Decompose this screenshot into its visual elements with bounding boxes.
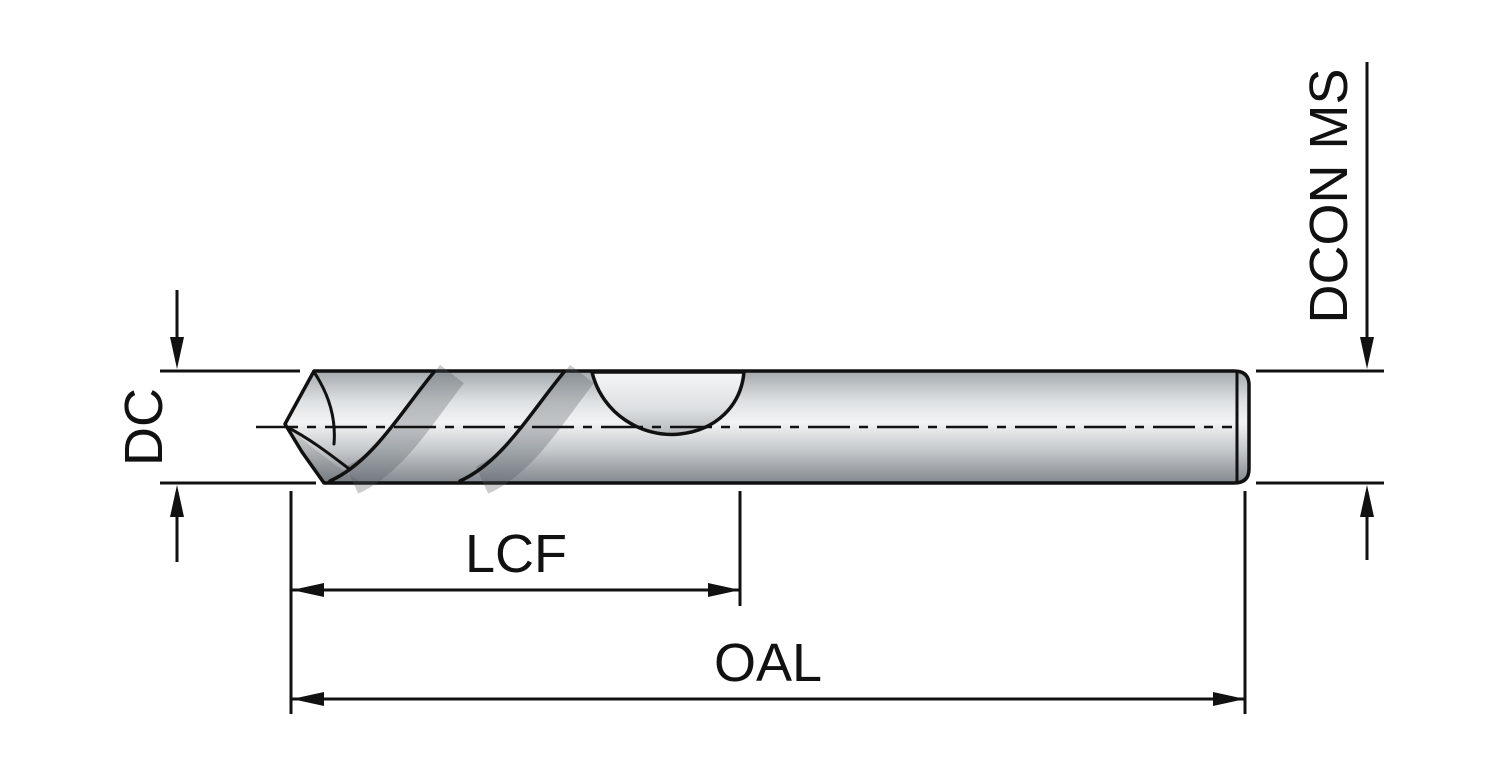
dcon-arrow-up <box>1360 485 1374 517</box>
dcon-label: DCON MS <box>1299 69 1359 324</box>
dcon-dimension: DCON MS <box>1256 62 1384 560</box>
oal-arrow-left <box>292 692 324 706</box>
dc-arrow-down <box>170 337 184 369</box>
dc-label: DC <box>114 388 174 466</box>
dc-arrow-up <box>170 485 184 517</box>
cutting-lip <box>285 425 350 470</box>
dc-dimension: DC <box>114 290 316 562</box>
flute-shading <box>345 364 464 494</box>
oal-label: OAL <box>714 633 822 693</box>
flute-edge <box>458 370 566 483</box>
lcf-dimension: LCF <box>292 491 742 606</box>
lcf-arrow-left <box>292 583 324 597</box>
flute-shading <box>475 364 594 494</box>
flute-edge <box>328 370 436 483</box>
lcf-arrow-right <box>708 583 740 597</box>
tip-shadow <box>285 424 362 483</box>
dcon-arrow-down <box>1360 337 1374 369</box>
lcf-label: LCF <box>465 524 567 584</box>
oal-dimension: OAL <box>289 491 1247 714</box>
oal-arrow-right <box>1213 692 1245 706</box>
point-heel-edge <box>312 370 336 446</box>
flute-runout <box>590 370 746 437</box>
